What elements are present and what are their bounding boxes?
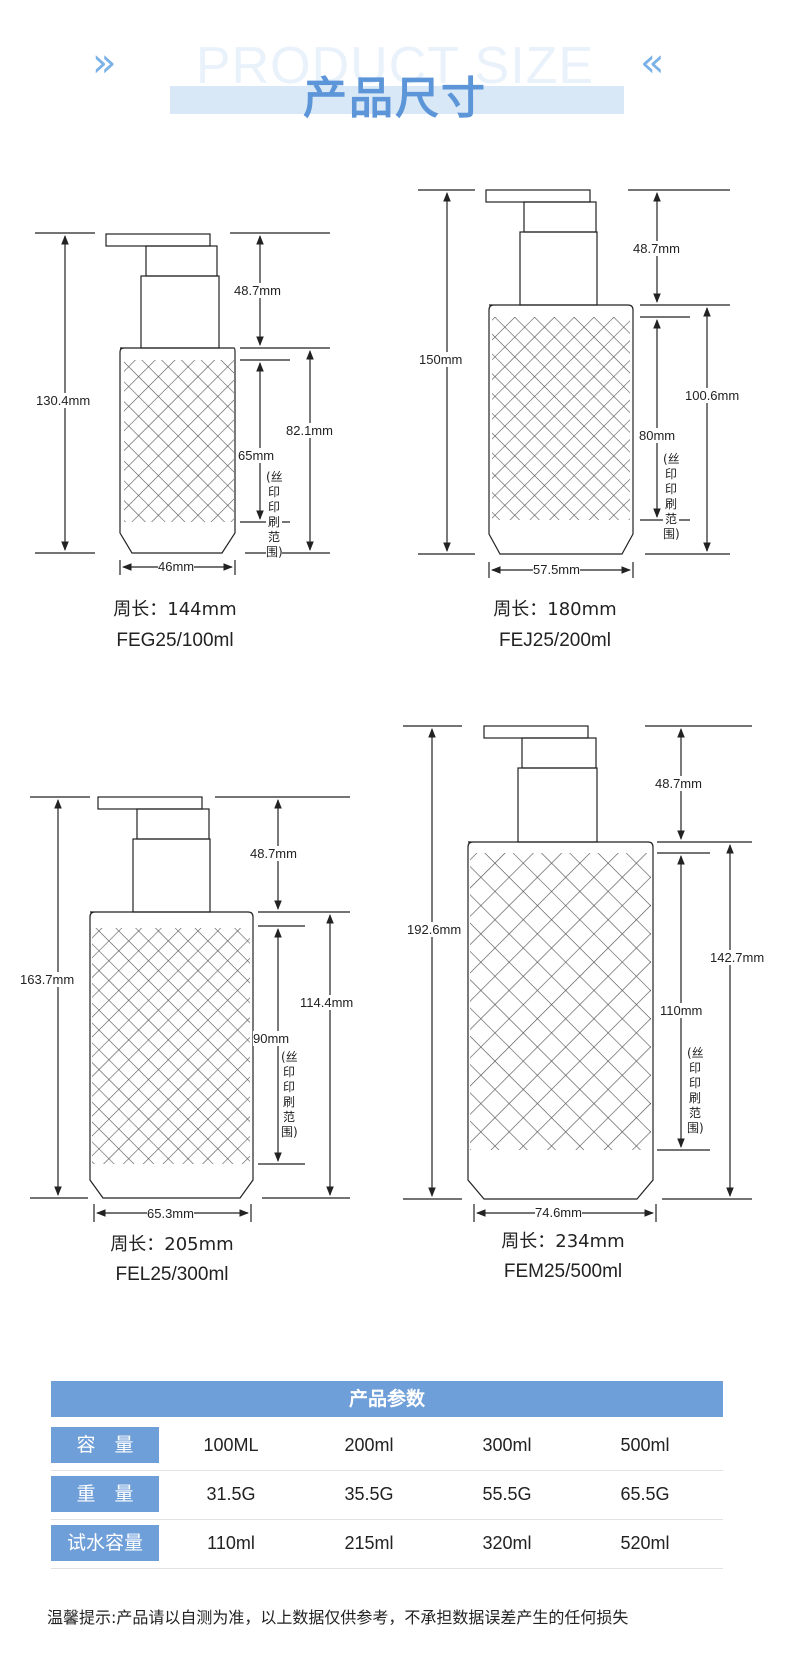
cap-height-label: 48.7mm bbox=[655, 776, 702, 791]
row-label-test-capacity: 试水容量 bbox=[51, 1525, 159, 1561]
table-cell: 110ml bbox=[207, 1533, 255, 1553]
body-height-label: 114.4mm bbox=[300, 995, 354, 1010]
table-cell: 100ML bbox=[203, 1435, 259, 1455]
print-area-label: (丝印印刷范围) bbox=[266, 470, 283, 560]
bottle-feg25 bbox=[35, 232, 330, 575]
print-area-label: (丝印印刷范围) bbox=[281, 1050, 298, 1140]
model-name: FEL25/300ml bbox=[115, 1264, 229, 1285]
body-height-label: 100.6mm bbox=[685, 388, 740, 403]
params-table-title: 产品参数 bbox=[51, 1381, 723, 1417]
print-height-label: 80mm bbox=[639, 428, 676, 443]
print-height-label: 110mm bbox=[660, 1003, 703, 1018]
table-cell: 35.5G bbox=[344, 1484, 394, 1504]
perimeter-text: 周长：205mm bbox=[110, 1234, 234, 1255]
table-cell: 300ml bbox=[482, 1435, 532, 1455]
perimeter-text: 周长：144mm bbox=[113, 599, 237, 620]
width-label: 46mm bbox=[158, 559, 195, 574]
print-area-label: (丝印印刷范围) bbox=[687, 1046, 704, 1136]
table-cell: 31.5G bbox=[206, 1484, 256, 1504]
table-cell: 200ml bbox=[344, 1435, 394, 1455]
bottle-fel25 bbox=[30, 796, 350, 1222]
total-height-label: 163.7mm bbox=[20, 972, 75, 987]
perimeter-text: 周长：180mm bbox=[493, 599, 617, 620]
row-label-capacity: 容 量 bbox=[51, 1427, 159, 1463]
table-cell: 500ml bbox=[620, 1435, 670, 1455]
cap-height-label: 48.7mm bbox=[250, 846, 297, 861]
model-name: FEM25/500ml bbox=[503, 1261, 623, 1282]
table-cell: 215ml bbox=[344, 1533, 394, 1553]
total-height-label: 150mm bbox=[419, 352, 463, 367]
page-title: 产品尺寸 bbox=[303, 73, 487, 124]
table-cell: 55.5G bbox=[482, 1484, 532, 1504]
row-divider bbox=[51, 1568, 723, 1569]
table-cell: 65.5G bbox=[620, 1484, 670, 1504]
width-label: 57.5mm bbox=[533, 562, 580, 577]
model-name: FEG25/100ml bbox=[116, 630, 234, 651]
table-cell: 320ml bbox=[482, 1533, 532, 1553]
width-label: 65.3mm bbox=[147, 1206, 194, 1221]
model-name: FEJ25/200ml bbox=[499, 630, 611, 651]
print-area-label: (丝印印刷范围) bbox=[663, 452, 680, 542]
perimeter-text: 周长：234mm bbox=[501, 1231, 625, 1252]
total-height-label: 130.4mm bbox=[36, 393, 91, 408]
row-divider bbox=[51, 1470, 723, 1471]
chevron-left-icon: « bbox=[640, 40, 665, 86]
cap-height-label: 48.7mm bbox=[633, 241, 680, 256]
table-cell: 520ml bbox=[620, 1533, 670, 1553]
cap-height-label: 48.7mm bbox=[234, 283, 281, 298]
row-label-weight: 重 量 bbox=[51, 1476, 159, 1512]
chevron-right-icon: » bbox=[92, 40, 117, 86]
body-height-label: 82.1mm bbox=[286, 423, 333, 438]
bottle-fej25 bbox=[418, 189, 730, 578]
bottle-fem25 bbox=[403, 725, 752, 1222]
body-height-label: 142.7mm bbox=[710, 950, 765, 965]
total-height-label: 192.6mm bbox=[407, 922, 462, 937]
print-height-label: 90mm bbox=[253, 1031, 290, 1046]
width-label: 74.6mm bbox=[535, 1205, 582, 1220]
title-highlight-bar bbox=[170, 86, 624, 114]
disclaimer-note: 温馨提示:产品请以自测为准，以上数据仅供参考，不承担数据误差产生的任何损失 bbox=[47, 1608, 629, 1627]
print-height-label: 65mm bbox=[238, 448, 275, 463]
title-en: PRODUCT SIZE bbox=[195, 37, 595, 95]
row-divider bbox=[51, 1519, 723, 1520]
